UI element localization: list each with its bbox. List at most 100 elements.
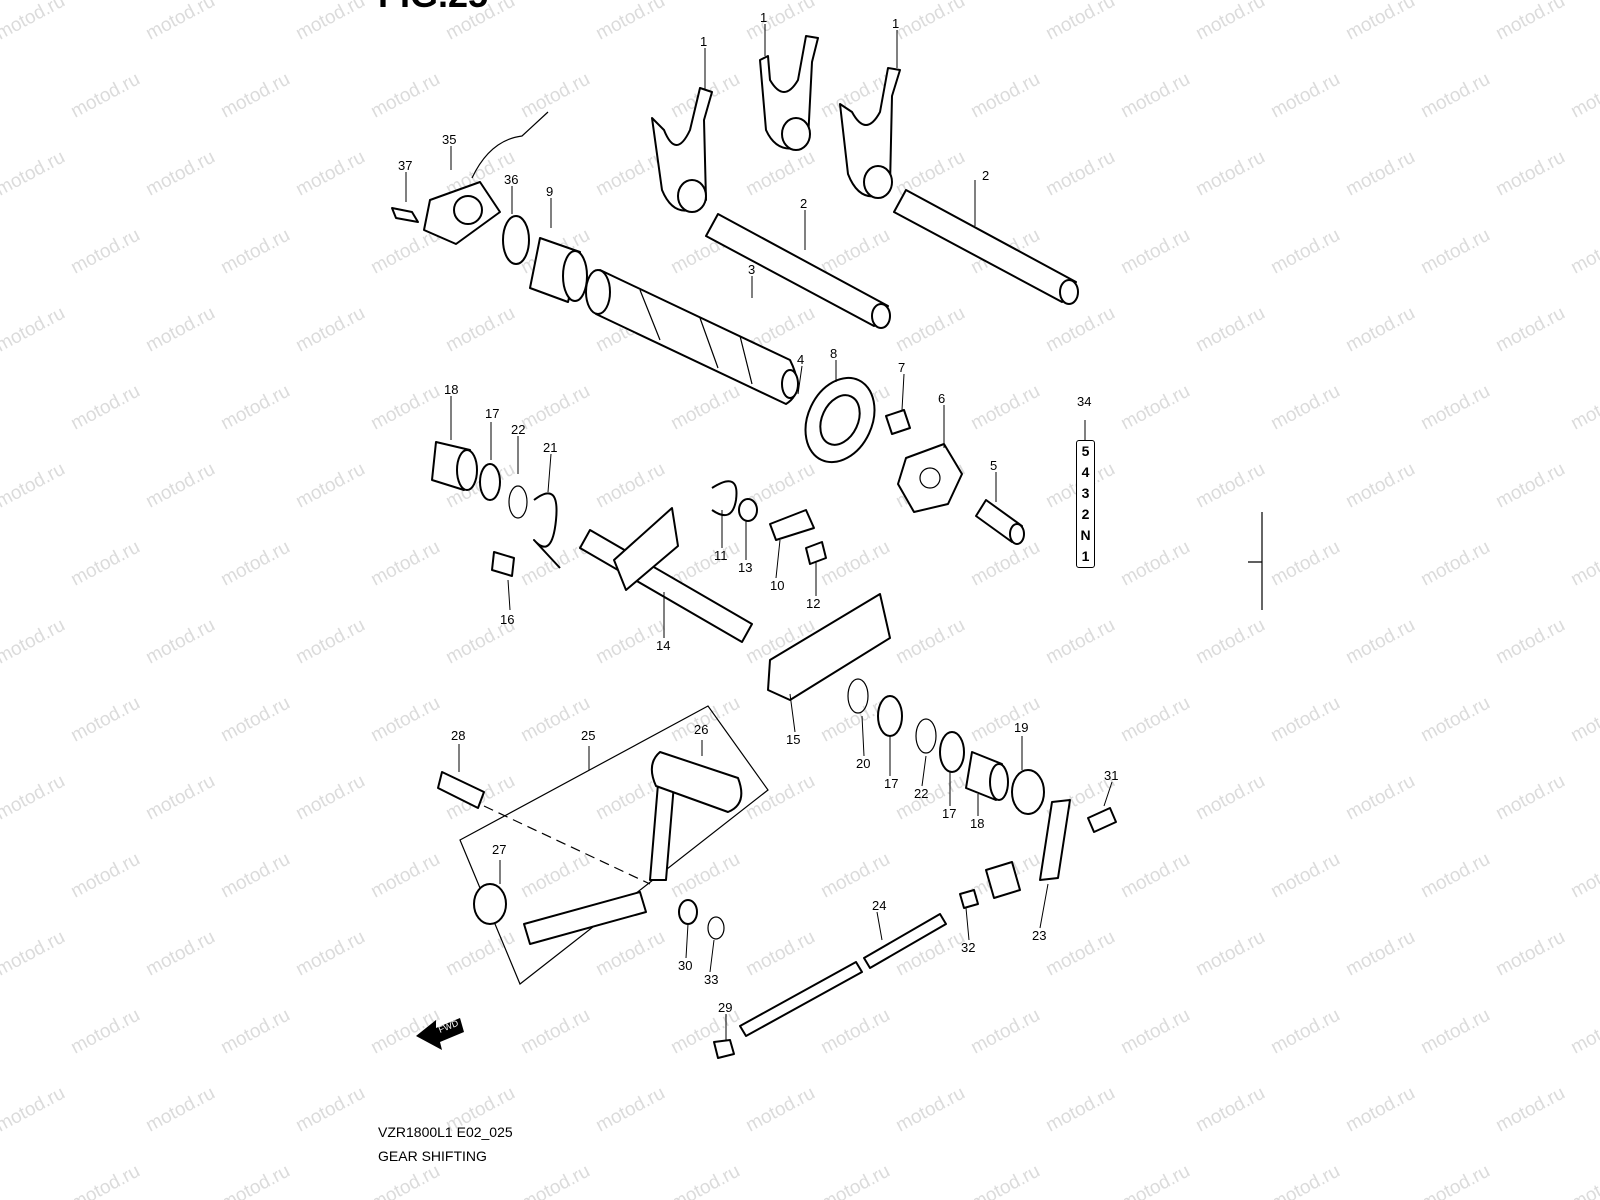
bearing-part xyxy=(965,751,1009,801)
watermark-text: motod.ru xyxy=(967,1005,1043,1059)
watermark-text: motod.ru xyxy=(1117,381,1193,435)
watermark-text: motod.ru xyxy=(0,303,69,357)
bushing-part xyxy=(473,883,507,925)
watermark-text: motod.ru xyxy=(1117,69,1193,123)
shift-link-arm-part xyxy=(985,799,1071,899)
watermark-text: motod.ru xyxy=(0,147,69,201)
watermark-text: motod.ru xyxy=(1567,1005,1600,1059)
watermark-text: motod.ru xyxy=(142,0,218,44)
watermark-text: motod.ru xyxy=(217,1161,293,1200)
callout-24: 24 xyxy=(872,898,886,913)
bolt-part xyxy=(1087,807,1117,833)
watermark-text: motod.ru xyxy=(1042,615,1118,669)
bearing-part xyxy=(431,441,478,491)
callout-8: 8 xyxy=(830,346,837,361)
callout-15: 15 xyxy=(786,732,800,747)
watermark-text: motod.ru xyxy=(67,1005,143,1059)
watermark-text: motod.ru xyxy=(817,225,893,279)
watermark-text: motod.ru xyxy=(142,615,218,669)
watermark-text: motod.ru xyxy=(667,1161,743,1200)
watermark-text: motod.ru xyxy=(1117,537,1193,591)
callout-1: 1 xyxy=(700,34,707,49)
callout-6: 6 xyxy=(938,391,945,406)
watermark-text: motod.ru xyxy=(217,69,293,123)
callout-labels: 1 1 1 2 2 3 4 5 6 7 8 9 10 11 12 13 14 1… xyxy=(398,10,1118,1015)
callout-13: 13 xyxy=(738,560,752,575)
gear-position-indicator: 5 4 3 2 N 1 xyxy=(1076,440,1095,568)
watermark-text: motod.ru xyxy=(442,303,518,357)
watermark-text: motod.ru xyxy=(1567,849,1600,903)
callout-19: 19 xyxy=(1014,720,1028,735)
watermark-text: motod.ru xyxy=(67,849,143,903)
watermark-text: motod.ru xyxy=(1192,0,1268,44)
callout-23: 23 xyxy=(1032,928,1046,943)
o-ring-part xyxy=(502,215,530,265)
watermark-text: motod.ru xyxy=(1267,381,1343,435)
watermark-text: motod.ru xyxy=(742,927,818,981)
callout-36: 36 xyxy=(504,172,518,187)
callout-2: 2 xyxy=(982,168,989,183)
callout-28: 28 xyxy=(451,728,465,743)
callout-7: 7 xyxy=(898,360,905,375)
gear-position-5: 5 xyxy=(1081,443,1090,459)
callout-3: 3 xyxy=(748,262,755,277)
watermark-text: motod.ru xyxy=(1492,147,1568,201)
watermark-text: motod.ru xyxy=(217,537,293,591)
return-spring-part xyxy=(533,492,561,569)
watermark-text: motod.ru xyxy=(817,1161,893,1200)
shift-peg-rubber-part xyxy=(650,751,743,813)
watermark-text: motod.ru xyxy=(367,381,443,435)
callout-18: 18 xyxy=(970,816,984,831)
watermark-text: motod.ru xyxy=(517,1161,593,1200)
watermark-text: motod.ru xyxy=(292,1083,368,1137)
watermark-text: motod.ru xyxy=(1117,849,1193,903)
watermark-text: motod.ru xyxy=(1417,693,1493,747)
watermark-text: motod.ru xyxy=(1042,147,1118,201)
watermark-text: motod.ru xyxy=(1117,225,1193,279)
callout-31: 31 xyxy=(1104,768,1118,783)
lever-assembly-outline xyxy=(459,705,769,985)
callout-37: 37 xyxy=(398,158,412,173)
watermark-text: motod.ru xyxy=(1417,849,1493,903)
gear-position-4: 4 xyxy=(1081,464,1090,480)
watermark-text: motod.ru xyxy=(1042,0,1118,44)
assembly-line xyxy=(483,805,651,885)
watermark-text: motod.ru xyxy=(217,1005,293,1059)
gearshift-shaft-part xyxy=(579,507,753,643)
watermark-text: motod.ru xyxy=(67,69,143,123)
watermark-text: motod.ru xyxy=(1267,1005,1343,1059)
watermark-text: motod.ru xyxy=(1267,849,1343,903)
callout-1: 1 xyxy=(760,10,767,25)
watermark-text: motod.ru xyxy=(742,771,818,825)
watermark-text: motod.ru xyxy=(517,849,593,903)
watermark-text: motod.ru xyxy=(142,927,218,981)
watermark-text: motod.ru xyxy=(0,615,69,669)
watermark-text: motod.ru xyxy=(817,537,893,591)
watermark-text: motod.ru xyxy=(1042,1083,1118,1137)
stud-bolt-part xyxy=(491,551,515,577)
watermark-text: motod.ru xyxy=(967,537,1043,591)
callout-32: 32 xyxy=(961,940,975,955)
watermark-text: motod.ru xyxy=(967,693,1043,747)
callout-26: 26 xyxy=(694,722,708,737)
watermark-text: motod.ru xyxy=(0,459,69,513)
watermark-text: motod.ru xyxy=(67,1161,143,1200)
watermark-text: motod.ru xyxy=(667,849,743,903)
watermark-text: motod.ru xyxy=(292,459,368,513)
section-title: GEAR SHIFTING xyxy=(378,1148,487,1164)
watermark-text: motod.ru xyxy=(1267,225,1343,279)
callout-20: 20 xyxy=(856,756,870,771)
watermark-text: motod.ru xyxy=(1117,1005,1193,1059)
watermark-text: motod.ru xyxy=(667,381,743,435)
watermark-text: motod.ru xyxy=(0,927,69,981)
shift-fork-part xyxy=(759,35,819,151)
watermark-text: motod.ru xyxy=(1492,771,1568,825)
watermark-text: motod.ru xyxy=(367,693,443,747)
watermark-text: motod.ru xyxy=(1342,459,1418,513)
watermark-text: motod.ru xyxy=(1417,537,1493,591)
gear-position-n: N xyxy=(1080,527,1091,543)
watermark-text: motod.ru xyxy=(742,1083,818,1137)
watermark-text: motod.ru xyxy=(0,0,69,44)
cam-stopper-bolt-part xyxy=(885,409,911,435)
